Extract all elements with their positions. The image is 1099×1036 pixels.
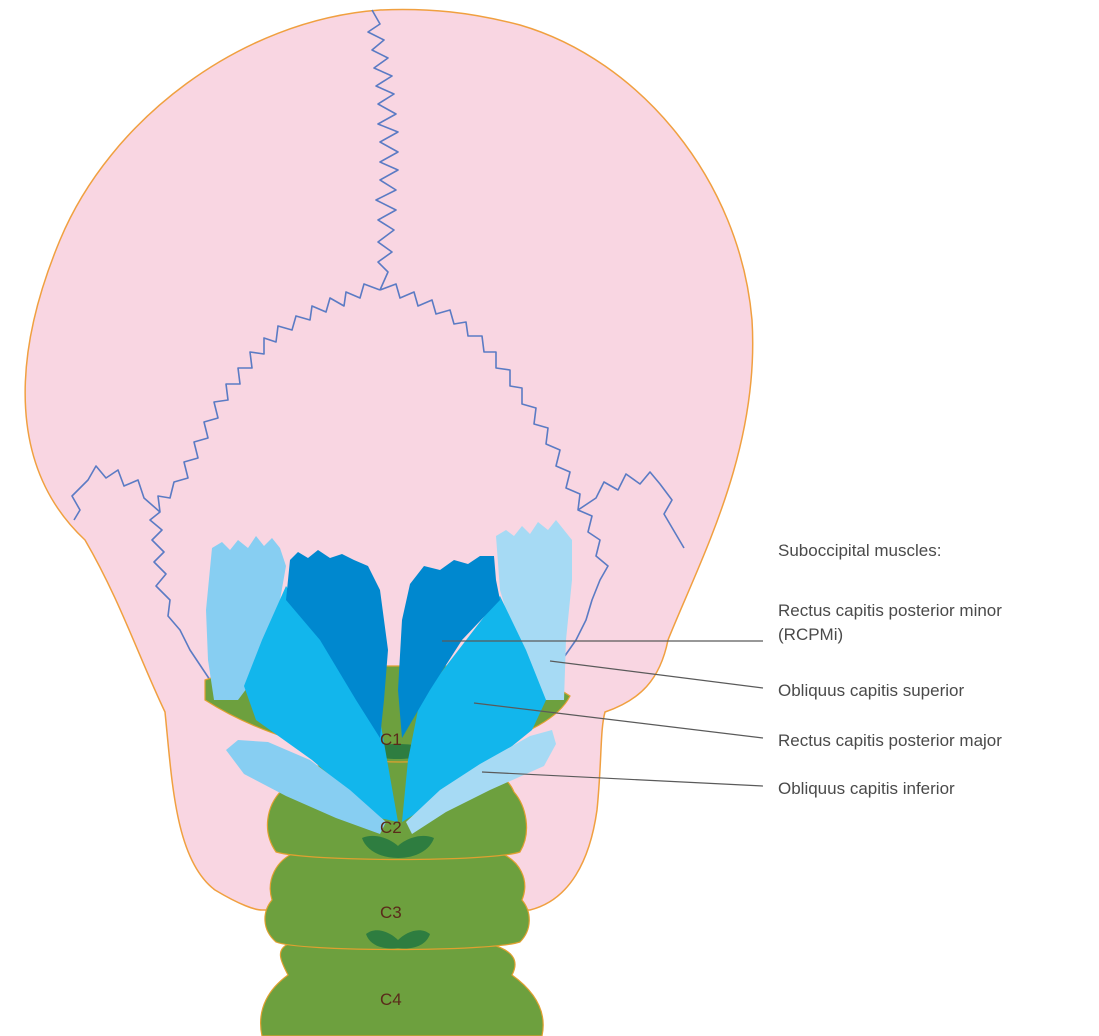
vertebra-label-c4: C4 [380, 990, 402, 1009]
legend-rcpmi-line1: Rectus capitis posterior minor [778, 601, 1002, 620]
legend-obliquus-superior: Obliquus capitis superior [778, 681, 964, 700]
legend-heading: Suboccipital muscles: [778, 541, 941, 560]
vertebra-label-c1: C1 [380, 730, 402, 749]
legend-obliquus-inferior: Obliquus capitis inferior [778, 779, 955, 798]
legend-rcpmi-line2: (RCPMi) [778, 625, 843, 644]
legend-rcpma: Rectus capitis posterior major [778, 731, 1002, 750]
vertebra-c3 [265, 852, 529, 950]
vertebra-label-c3: C3 [380, 903, 402, 922]
vertebra-label-c2: C2 [380, 818, 402, 837]
vertebra-c4 [261, 944, 544, 1036]
